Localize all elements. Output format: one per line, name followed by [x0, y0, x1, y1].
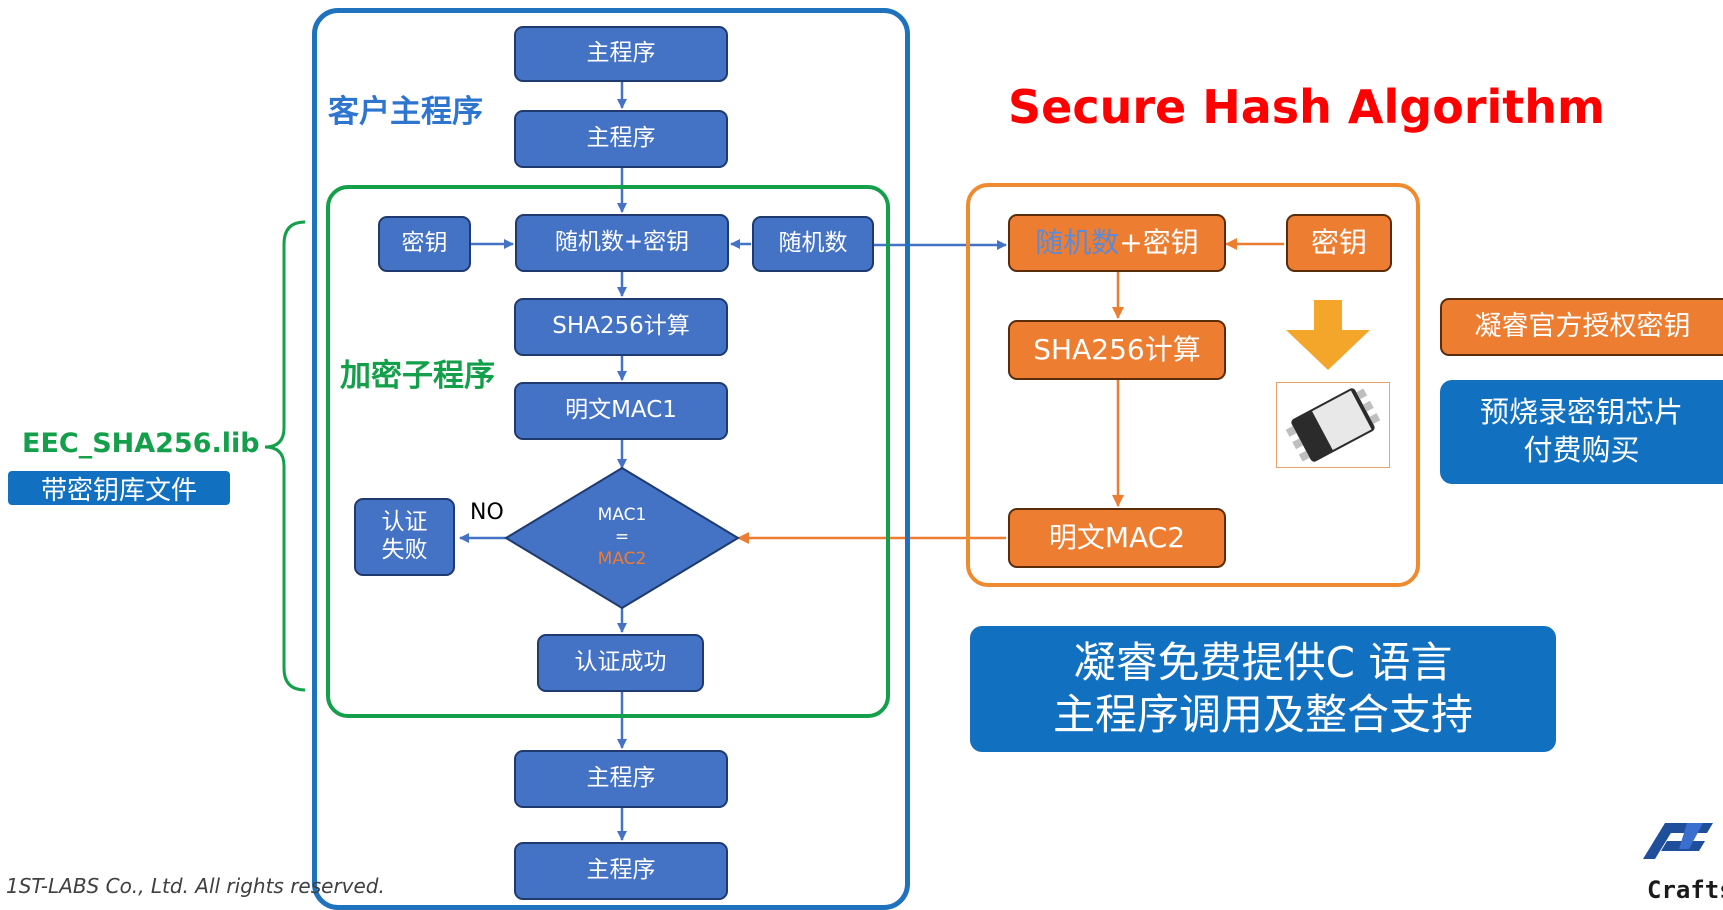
auth-key-box: 凝睿官方授权密钥 [1440, 298, 1723, 356]
encrypt-sub-label: 加密子程序 [340, 358, 495, 394]
decision-mac1: MAC1 [597, 505, 647, 525]
random-box: 随机数 [752, 216, 874, 272]
sha256-box-right: SHA256计算 [1008, 320, 1226, 380]
decision-mac2: MAC2 [597, 549, 647, 569]
main-program-box-2: 主程序 [514, 110, 728, 168]
diagram-title: Secure Hash Algorithm [1008, 80, 1605, 134]
key-box: 密钥 [378, 216, 471, 272]
decision-diamond [504, 466, 740, 610]
chip-purchase-box: 预烧录密钥芯片 付费购买 [1440, 380, 1723, 484]
random-plus-key-box-right: 随机数+密钥 [1008, 214, 1226, 272]
copyright-text: 1ST-LABS Co., Ltd. All rights reserved. [6, 874, 385, 898]
lib-name: EEC_SHA256.lib [22, 428, 260, 459]
mac2-box: 明文MAC2 [1008, 508, 1226, 568]
random-part: 随机数 [1035, 226, 1120, 260]
decision-text: MAC1 = MAC2 [566, 504, 678, 570]
down-arrow-icon [1286, 300, 1370, 370]
support-box: 凝睿免费提供C 语言 主程序调用及整合支持 [970, 626, 1556, 752]
main-program-box-4: 主程序 [514, 842, 728, 900]
decision-equals: = [614, 527, 630, 547]
lib-desc-badge: 带密钥库文件 [8, 471, 230, 506]
main-program-box-3: 主程序 [514, 750, 728, 808]
key-box-right: 密钥 [1286, 214, 1392, 272]
logo-text: Craftsr [1647, 876, 1723, 904]
customer-main-label: 客户主程序 [328, 94, 483, 130]
mac1-box: 明文MAC1 [514, 382, 728, 440]
chip-image [1276, 382, 1390, 468]
sha256-box: SHA256计算 [514, 298, 728, 356]
auth-success-box: 认证成功 [537, 634, 704, 692]
lib-bracket [264, 220, 306, 692]
encrypt-sub-frame [326, 185, 890, 718]
company-logo-icon [1643, 823, 1713, 859]
sha-frame [966, 183, 1420, 587]
main-program-box-1: 主程序 [514, 26, 728, 82]
plus-key-part: +密钥 [1119, 226, 1199, 260]
random-plus-key-box: 随机数+密钥 [515, 214, 729, 272]
chip-icon [1285, 388, 1381, 462]
no-label: NO [470, 500, 504, 525]
auth-fail-box: 认证 失败 [354, 498, 455, 576]
customer-main-frame [312, 8, 910, 910]
lib-desc: 带密钥库文件 [40, 475, 197, 506]
